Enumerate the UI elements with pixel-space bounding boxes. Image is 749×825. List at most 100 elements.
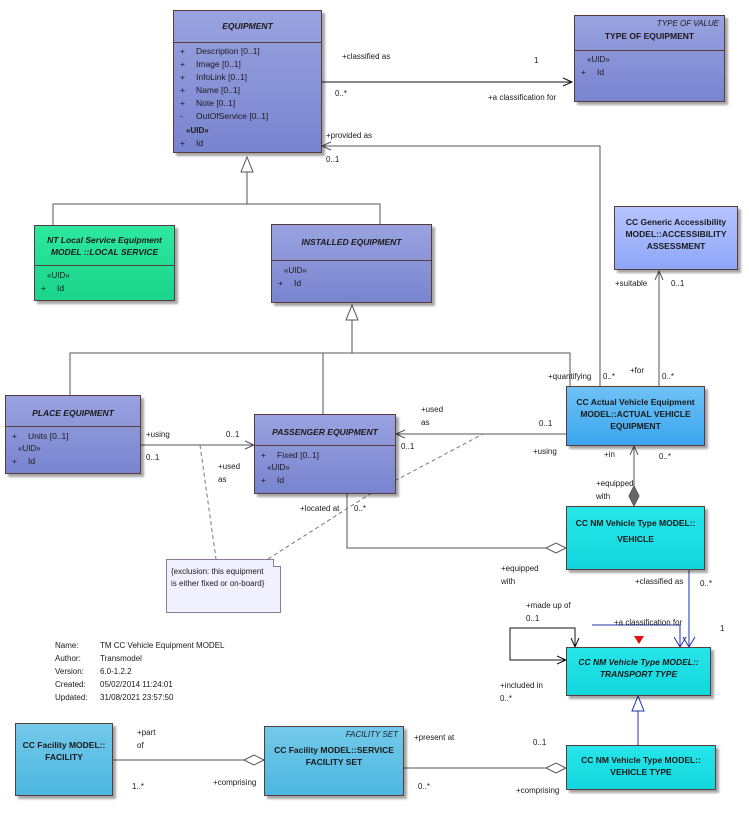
role-label: +used bbox=[218, 462, 241, 471]
attribute: +Description [0..1] bbox=[180, 46, 260, 56]
attribute-id: +Id bbox=[41, 283, 65, 293]
multiplicity-label: 0..1 bbox=[533, 738, 547, 747]
multiplicity-label: 0..* bbox=[354, 504, 367, 513]
class-name-line2: FACILITY SET bbox=[305, 757, 363, 767]
class-name-line1: NT Local Service Equipment bbox=[47, 235, 162, 245]
constraint-note[interactable]: {exclusion: this equipment is either fix… bbox=[166, 559, 281, 613]
role-label: +comprising bbox=[213, 778, 257, 787]
uid-stereotype: «UID» bbox=[587, 55, 610, 64]
aggregation-diamond bbox=[544, 542, 568, 554]
role-label: +equipped bbox=[501, 564, 539, 573]
role-label: +used bbox=[421, 405, 444, 414]
class-vehicle-type[interactable]: CC NM Vehicle Type MODEL:: VEHICLE TYPE bbox=[566, 745, 716, 790]
class-service-facility-set[interactable]: FACILITY SET CC Facility MODEL::SERVICE … bbox=[264, 726, 404, 796]
multiplicity-label: 1..* bbox=[132, 782, 145, 791]
attribute: +Image [0..1] bbox=[180, 59, 241, 69]
multiplicity-label: 0..1 bbox=[539, 419, 553, 428]
role-label: +part bbox=[137, 728, 156, 737]
class-name-line3: EQUIPMENT bbox=[610, 421, 661, 431]
multiplicity-label: 1 bbox=[534, 56, 539, 65]
role-label: +comprising bbox=[516, 786, 560, 795]
class-name-line1: CC Actual Vehicle Equipment bbox=[576, 397, 695, 407]
attribute-id: +Id bbox=[180, 138, 204, 148]
class-type-of-equipment[interactable]: TYPE OF VALUE TYPE OF EQUIPMENT «UID» +I… bbox=[574, 15, 725, 102]
arrowhead bbox=[654, 269, 664, 281]
multiplicity-label: 0..1 bbox=[526, 614, 540, 623]
attribute-id: +Id bbox=[261, 475, 285, 485]
class-local-service-equipment[interactable]: NT Local Service Equipment MODEL ::LOCAL… bbox=[34, 225, 175, 301]
multiplicity-label: 0..1 bbox=[146, 453, 160, 462]
class-accessibility-assessment[interactable]: CC Generic Accessibility MODEL::ACCESSIB… bbox=[614, 206, 738, 270]
class-vehicle[interactable]: CC NM Vehicle Type MODEL:: VEHICLE bbox=[566, 506, 705, 570]
attribute: +Name [0..1] bbox=[180, 85, 240, 95]
multiplicity-label: 0..1 bbox=[326, 155, 340, 164]
stereotype: TYPE OF VALUE bbox=[656, 19, 719, 28]
generalization-triangle bbox=[631, 694, 645, 712]
role-label: +classified as bbox=[635, 577, 684, 586]
class-passenger-equipment[interactable]: PASSENGER EQUIPMENT +Fixed [0..1] «UID» … bbox=[254, 414, 396, 494]
role-label: +a classification for bbox=[488, 93, 557, 102]
attribute: +InfoLink [0..1] bbox=[180, 72, 248, 82]
red-marker-icon bbox=[634, 636, 644, 644]
class-name-line2: MODEL::ACCESSIBILITY bbox=[625, 229, 727, 239]
note-link-2 bbox=[267, 493, 371, 560]
role-label: +classified as bbox=[342, 52, 391, 61]
role-label: +present at bbox=[414, 733, 455, 742]
assoc-provided-as bbox=[322, 145, 601, 386]
class-transport-type[interactable]: CC NM Vehicle Type MODEL:: TRANSPORT TYP… bbox=[566, 647, 711, 696]
generalization-installed bbox=[69, 352, 571, 395]
uid-stereotype: «UID» bbox=[267, 463, 290, 472]
note-link-1 bbox=[199, 444, 217, 560]
generalization-triangle bbox=[345, 303, 359, 321]
multiplicity-label: 0..* bbox=[500, 694, 513, 703]
multiplicity-label: 0..* bbox=[659, 452, 672, 461]
role-label: with bbox=[596, 492, 611, 501]
class-facility[interactable]: CC Facility MODEL:: FACILITY bbox=[15, 723, 113, 796]
class-name: TYPE OF EQUIPMENT bbox=[604, 31, 695, 41]
class-name: PLACE EQUIPMENT bbox=[32, 408, 114, 418]
aggregation-diamond bbox=[544, 762, 568, 774]
arrowhead bbox=[320, 141, 332, 151]
class-place-equipment[interactable]: PLACE EQUIPMENT +Units [0..1] «UID» +Id bbox=[5, 395, 141, 474]
generalization-triangle bbox=[240, 155, 254, 173]
class-name-line1: CC Facility MODEL:: bbox=[22, 740, 106, 750]
role-label: as bbox=[421, 418, 430, 427]
class-actual-vehicle-equipment[interactable]: CC Actual Vehicle Equipment MODEL::ACTUA… bbox=[566, 386, 705, 446]
arrowhead bbox=[562, 77, 574, 87]
assoc-located-at bbox=[346, 494, 566, 549]
attribute-id: +Id bbox=[581, 67, 605, 77]
attribute: +Note [0..1] bbox=[180, 98, 236, 108]
multiplicity-label: 0..* bbox=[418, 782, 431, 791]
class-name-line1: CC NM Vehicle Type MODEL:: bbox=[575, 518, 696, 528]
role-label: +suitable bbox=[615, 279, 648, 288]
uid-stereotype: «UID» bbox=[47, 271, 70, 280]
multiplicity-label: 0..1 bbox=[671, 279, 685, 288]
class-equipment[interactable]: EQUIPMENT +Description [0..1] +Image [0.… bbox=[173, 10, 322, 153]
role-label: with bbox=[501, 577, 516, 586]
stereotype: FACILITY SET bbox=[345, 730, 398, 739]
generalization-equipment bbox=[52, 203, 381, 225]
arrowhead bbox=[629, 444, 639, 456]
class-name-line1: CC NM Vehicle Type MODEL:: bbox=[578, 657, 699, 667]
multiplicity-label: 1 bbox=[720, 624, 725, 633]
multiplicity-label: 0..* bbox=[603, 372, 616, 381]
attribute-id: +Id bbox=[278, 278, 302, 288]
uid-stereotype: «UID» bbox=[186, 126, 209, 135]
assoc-made-up-of bbox=[509, 627, 576, 661]
class-name: PASSENGER EQUIPMENT bbox=[272, 427, 378, 437]
class-name: EQUIPMENT bbox=[222, 21, 273, 31]
class-installed-equipment[interactable]: INSTALLED EQUIPMENT «UID» +Id bbox=[271, 224, 432, 303]
attribute: -OutOfService [0..1] bbox=[180, 111, 269, 121]
class-name: INSTALLED EQUIPMENT bbox=[301, 237, 402, 247]
note-line1: {exclusion: this equipment bbox=[171, 567, 264, 576]
role-label: of bbox=[137, 741, 144, 750]
role-label: +a classification for bbox=[614, 618, 683, 627]
role-label: +quantifying bbox=[548, 372, 592, 381]
role-label: +made up of bbox=[526, 601, 571, 610]
role-label: +equipped bbox=[596, 479, 634, 488]
arrowhead bbox=[394, 429, 406, 439]
attribute: +Units [0..1] bbox=[12, 431, 69, 441]
composition-diamond bbox=[628, 484, 640, 508]
role-label: as bbox=[218, 475, 227, 484]
